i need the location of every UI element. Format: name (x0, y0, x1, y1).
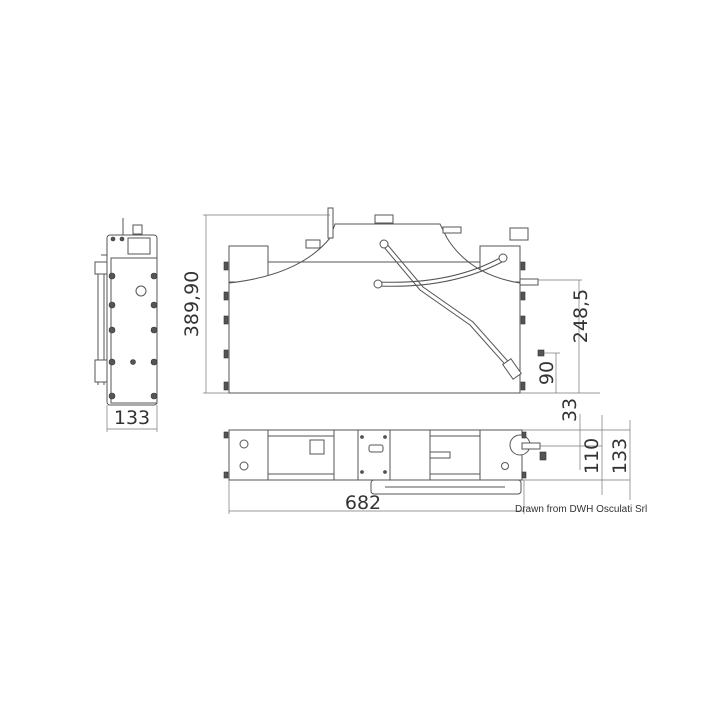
credit-text: Drawn from DWH Osculati Srl (515, 504, 647, 515)
dim-depth-110: 110 (581, 438, 603, 474)
depth-dimensions (522, 414, 631, 500)
side-width-dimension (106, 405, 158, 432)
dim-side-width: 133 (114, 407, 150, 429)
top-view (223, 429, 547, 495)
dim-inlet-height: 90 (536, 361, 558, 385)
right-dimensions (520, 279, 600, 394)
side-view (94, 218, 158, 406)
front-view (223, 207, 545, 394)
dim-outlet-height: 248,5 (570, 289, 592, 343)
dim-overall-height: 389,90 (181, 271, 203, 337)
length-dimension (228, 480, 525, 514)
dim-offset-33: 33 (559, 398, 581, 422)
dim-overall-length: 682 (345, 492, 381, 514)
dim-depth-133: 133 (609, 438, 631, 474)
overall-height-dimension (203, 214, 330, 394)
